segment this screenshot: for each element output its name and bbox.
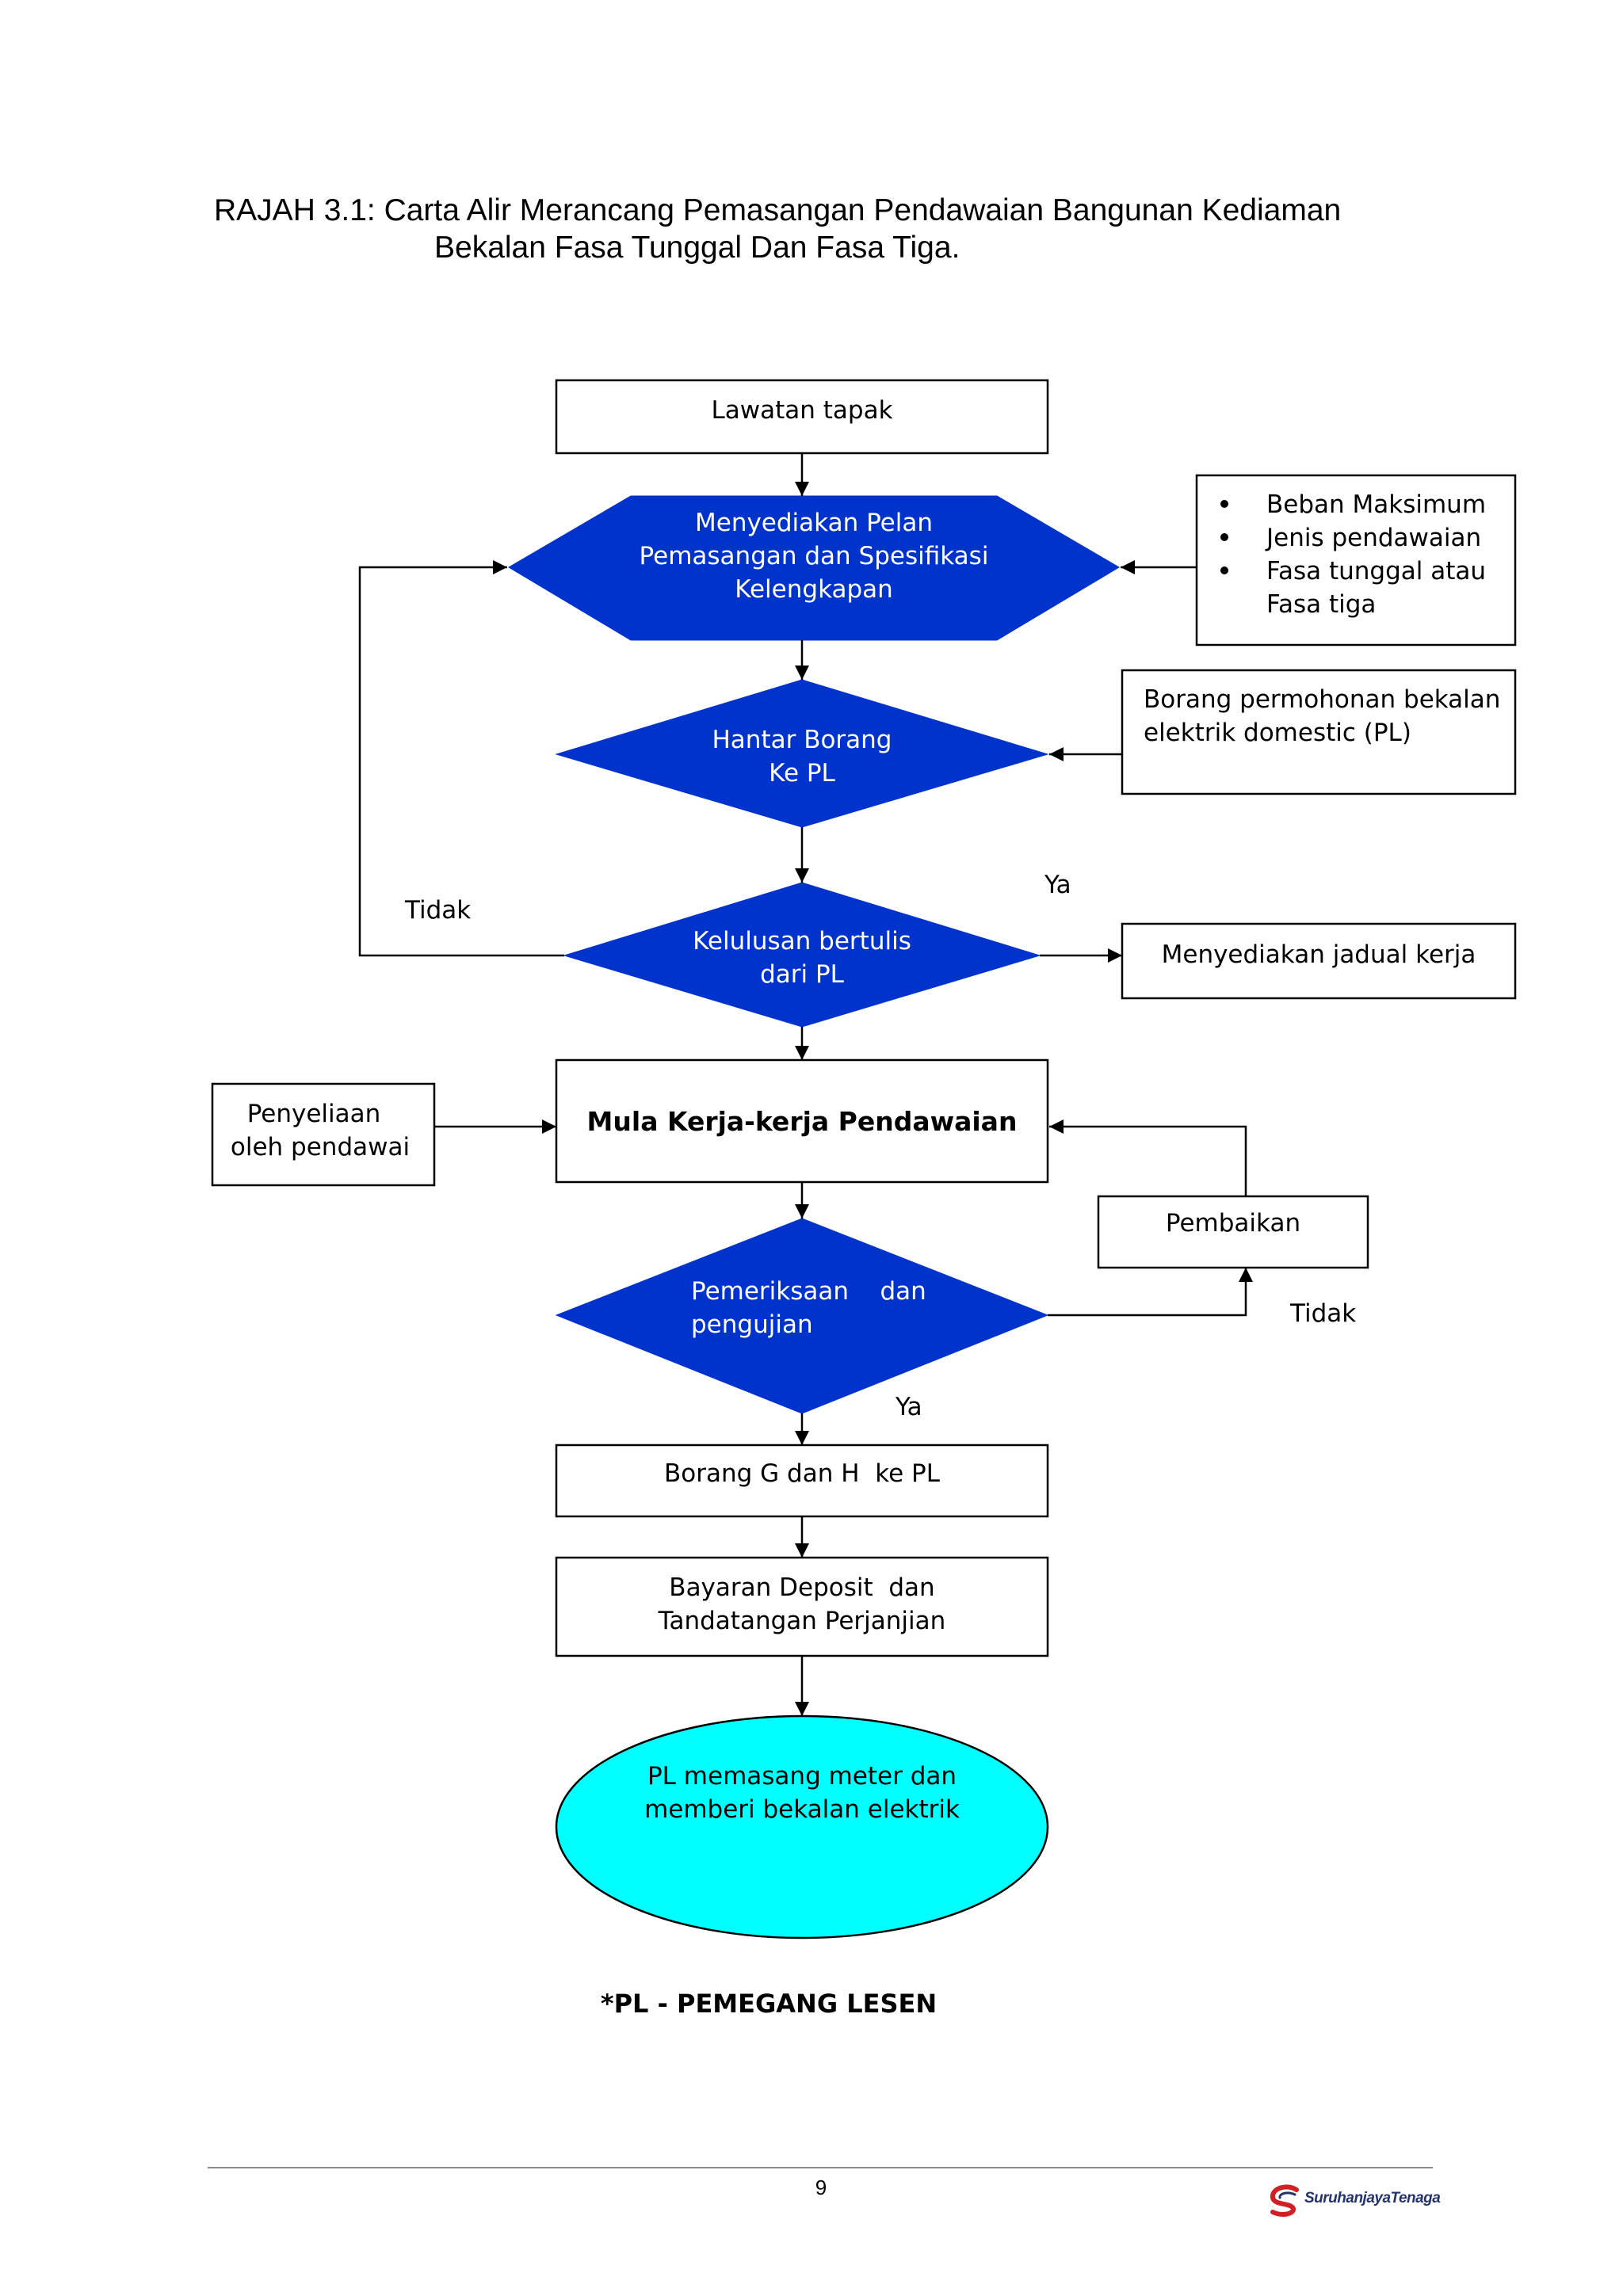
- node-pl-memasang: PL memasang meter dan memberi bekalan el…: [555, 1714, 1049, 1939]
- node-bayaran-line-2: Tandatangan Perjanjian: [658, 1607, 946, 1635]
- bullet-icon: [1220, 566, 1228, 574]
- node-pemeriksaan-line-2: pengujian: [691, 1310, 813, 1339]
- node-penyeliaan-line-2: oleh pendawai: [231, 1133, 410, 1161]
- node-menyediakan-pelan: Menyediakan Pelan Pemasangan dan Spesifi…: [508, 495, 1120, 641]
- page-title: RAJAH 3.1: Carta Alir Merancang Pemasang…: [214, 192, 1482, 266]
- node-lawatan-tapak: Lawatan tapak: [555, 379, 1049, 455]
- node-mula-kerja: Mula Kerja-kerja Pendawaian: [555, 1058, 1049, 1184]
- node-bayaran: Bayaran Deposit dan Tandatangan Perjanji…: [555, 1556, 1049, 1657]
- node-penyeliaan: Penyeliaan oleh pendawai: [211, 1082, 436, 1187]
- node-kelulusan-line-1: Kelulusan bertulis: [693, 927, 911, 955]
- logo-text: SuruhanjayaTenaga: [1304, 2190, 1441, 2206]
- node-pemeriksaan-line-1: Pemeriksaan dan: [691, 1277, 926, 1306]
- swoosh-logo-icon: [1270, 2184, 1299, 2217]
- node-bayaran-line-1: Bayaran Deposit dan: [669, 1573, 934, 1602]
- node-pembaikan: Pembaikan: [1097, 1195, 1369, 1269]
- logo: SuruhanjayaTenaga: [1265, 2180, 1441, 2220]
- footnote: *PL - PEMEGANG LESEN: [600, 1989, 938, 2019]
- node-menyediakan-pelan-line-3: Kelengkapan: [735, 575, 893, 604]
- edge-label-tidak-2: Tidak: [1289, 1299, 1356, 1328]
- node-borang-g-h: Borang G dan H ke PL: [555, 1444, 1049, 1518]
- notes-item: Jenis pendawaian: [1265, 524, 1481, 552]
- node-borang-g-h-label: Borang G dan H ke PL: [664, 1459, 941, 1488]
- bullet-icon: [1220, 533, 1228, 541]
- bullet-icon: [1220, 500, 1228, 508]
- title-line-2: Bekalan Fasa Tunggal Dan Fasa Tiga.: [434, 231, 960, 265]
- edge-pemeriksaan-tidak-to-pembaikan: [1048, 1268, 1253, 1317]
- node-kelulusan-line-2: dari PL: [760, 960, 845, 989]
- node-pemeriksaan: Pemeriksaan dan pengujian: [555, 1218, 1049, 1414]
- node-kelulusan: Kelulusan bertulis dari PL: [563, 882, 1041, 1028]
- edge-kelulusan-tidak-to-pelan: [358, 560, 564, 957]
- node-hantar-borang-line-1: Hantar Borang: [712, 726, 892, 754]
- node-jadual-kerja: Menyediakan jadual kerja: [1121, 922, 1517, 1000]
- node-penyeliaan-line-1: Penyeliaan: [247, 1100, 381, 1128]
- footer-divider: [208, 2167, 1433, 2168]
- edge-label-tidak-1: Tidak: [404, 896, 471, 925]
- edge-label-ya-2: Ya: [895, 1393, 922, 1421]
- node-menyediakan-pelan-line-1: Menyediakan Pelan: [695, 509, 933, 537]
- edge-pembaikan-to-mula: [1049, 1119, 1247, 1196]
- connectors: [358, 453, 1253, 1716]
- node-lawatan-tapak-label: Lawatan tapak: [711, 396, 892, 425]
- node-jadual-kerja-label: Menyediakan jadual kerja: [1162, 940, 1476, 969]
- node-pl-memasang-line-2: memberi bekalan elektrik: [644, 1795, 960, 1824]
- node-borang-permohonan-line-2: elektrik domestic (PL): [1144, 719, 1411, 747]
- node-hantar-borang-line-2: Ke PL: [769, 759, 835, 788]
- edge-label-ya-1: Ya: [1044, 871, 1071, 899]
- node-mula-kerja-label: Mula Kerja-kerja Pendawaian: [587, 1106, 1018, 1137]
- notes-item: Beban Maksimum: [1266, 490, 1486, 519]
- node-borang-permohonan-line-1: Borang permohonan bekalan: [1144, 685, 1500, 714]
- node-pembaikan-label: Pembaikan: [1166, 1209, 1300, 1238]
- node-menyediakan-pelan-line-2: Pemasangan dan Spesifikasi: [640, 542, 989, 570]
- page-number: 9: [815, 2176, 827, 2199]
- title-line-1: RAJAH 3.1: Carta Alir Merancang Pemasang…: [214, 193, 1342, 227]
- node-borang-permohonan: Borang permohonan bekalan elektrik domes…: [1121, 669, 1517, 795]
- notes-item: Fasa tiga: [1266, 590, 1376, 619]
- notes-item: Fasa tunggal atau: [1266, 557, 1486, 585]
- node-hantar-borang: Hantar Borang Ke PL: [555, 679, 1049, 828]
- node-pl-memasang-line-1: PL memasang meter dan: [647, 1762, 957, 1791]
- node-notes-list: Beban Maksimum Jenis pendawaian Fasa tun…: [1195, 474, 1517, 646]
